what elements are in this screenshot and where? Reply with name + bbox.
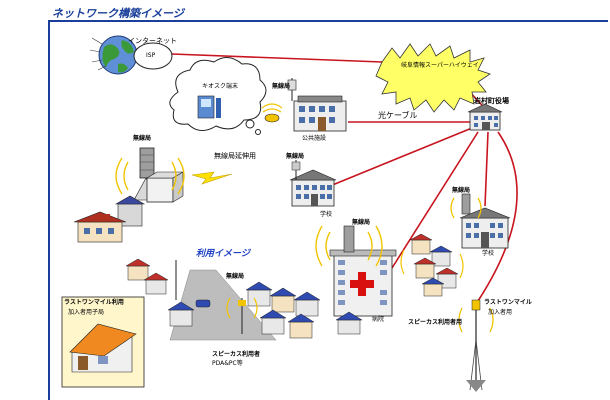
last-one-mile-box-label-1: ラストワンマイル利用 [64,299,124,306]
kiosk-bubble [169,57,267,135]
left-wireless-station [115,147,185,203]
public-facility-building [287,78,347,132]
hospital-building [315,225,397,317]
wireless-station-label-left: 無線局 [133,135,152,142]
hospital-label: 病院 [372,316,385,323]
link-office-hospital [391,131,479,269]
spot-service-right-label: スピーカス利用者用 [408,319,463,326]
isp-label: ISP [146,52,156,59]
school-2-label: 学校 [482,250,495,257]
school-2-building [450,193,511,249]
highway-cloud [375,43,491,113]
school-1-building [289,160,337,207]
header-rule [48,20,608,22]
globe-icon [89,35,138,75]
pda-pc-label: PDA&PC等 [212,360,243,367]
wireless-station-label-public: 無線局 [272,83,291,90]
link-office-school1 [329,127,473,187]
last-one-mile-box [61,296,145,388]
link-office-school2 [484,131,489,207]
left-border [48,22,50,400]
last-one-mile-box-label-2: 加入者用子局 [68,309,105,316]
town-office-building [467,103,503,131]
wireless-extension-bolt [191,171,233,185]
optical-cable-label: 光ケーブル [378,111,418,120]
last-one-mile-right-label-1: ラストワンマイル [484,299,532,306]
public-satellite-dish [261,103,283,123]
wireless-station-label-school2: 無線局 [452,187,471,194]
link-isp-highway [171,53,383,63]
wireless-station-label-school1: 無線局 [286,153,305,160]
right-radio-tower [458,299,494,392]
wireless-station-label-mid: 無線局 [226,273,245,280]
last-one-mile-right-label-2: 加入者用 [488,309,513,316]
spot-service-mid-label: スピーカス利用者 [212,351,261,358]
highway-label: 岐阜情報スーパーハイウェイ [401,62,479,69]
usage-town [125,258,363,341]
page-title: ネットワーク構築イメージ [52,7,184,20]
right-houses [400,233,464,297]
wireless-station-label-hospital: 無線局 [352,219,371,226]
school-1-label: 学校 [320,211,333,218]
isp-cloud [133,42,173,70]
link-office-lastmile [475,131,518,305]
left-houses [73,195,146,243]
kiosk-label: キオスク端末 [202,83,239,90]
town-office-label: 岩村町役場 [474,97,509,105]
wireless-extension-label: 無線局延伸用 [214,152,256,160]
header: ネットワーク構築イメージ [0,0,610,22]
public-facility-label: 公共施設 [302,135,327,142]
internet-label: インターネット [128,37,177,45]
usage-image-label: 利用イメージ [196,249,250,259]
